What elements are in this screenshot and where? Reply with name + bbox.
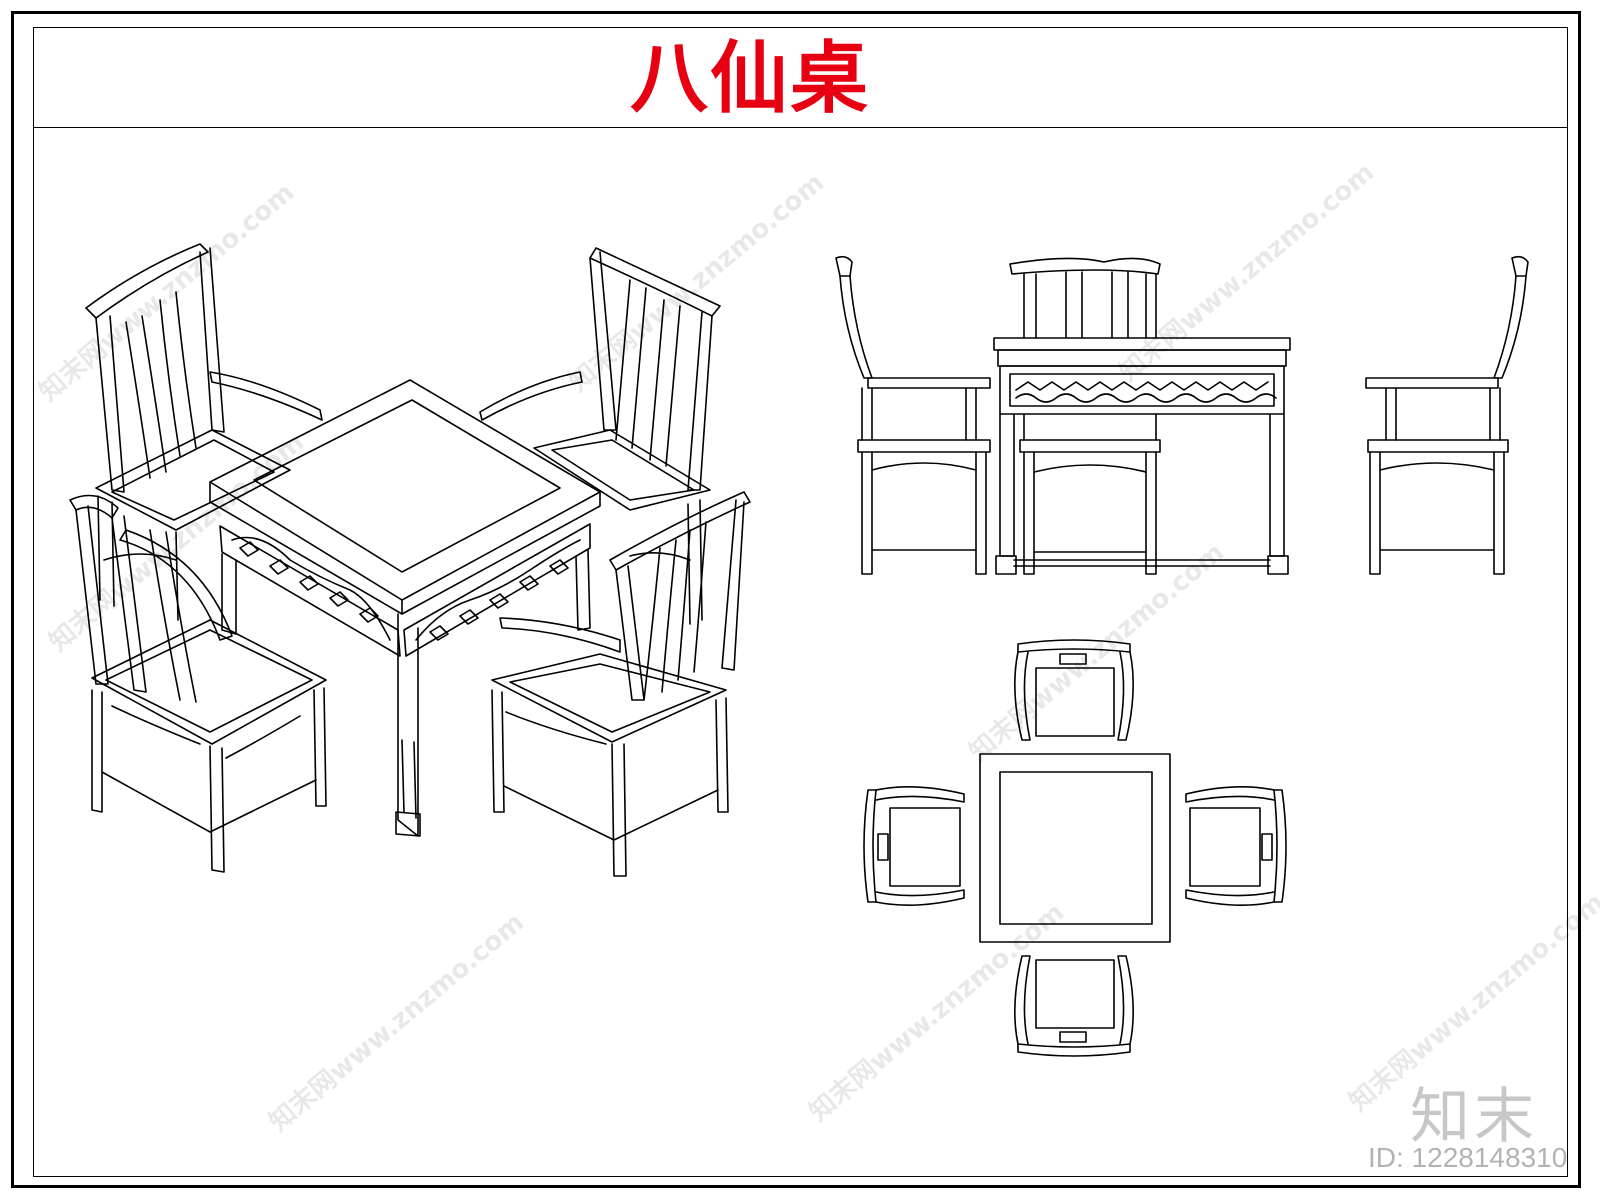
drawing-border-inner [33,27,1568,1177]
elev-chair-center [1009,257,1161,575]
watermark-logo: 知末 [1410,1082,1538,1152]
elev-table [993,337,1291,575]
elev-chair-left [835,255,991,575]
drawing-title: 八仙桌 [630,33,871,124]
isometric-view [69,243,751,877]
plan-chair-top [1014,639,1134,741]
plan-table [979,753,1171,943]
iso-chair-front-right [491,491,751,877]
iso-table [209,379,601,837]
drawing-border-outer [11,11,1581,1188]
front-elevation-view [835,255,1529,575]
plan-view [863,639,1287,1057]
plan-chair-bottom [1014,955,1134,1057]
asset-id-label: ID: 1228148310 [1368,1142,1568,1173]
plan-chair-left [863,786,965,906]
title-divider [33,127,1568,128]
iso-chair-front-left [69,494,327,873]
iso-chair-back-right [479,247,721,625]
plan-chair-right [1185,786,1287,906]
elev-chair-right [1365,255,1529,575]
iso-chair-back-left [85,243,323,621]
